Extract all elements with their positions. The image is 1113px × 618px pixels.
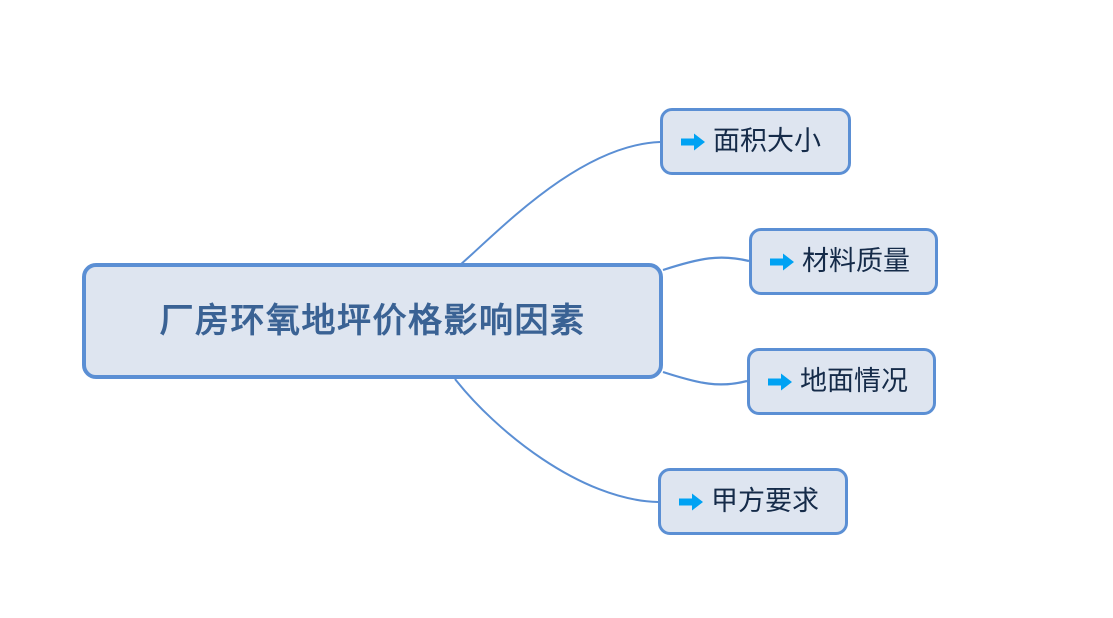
connector-root-to-child-2 <box>662 256 750 272</box>
connector-root-to-child-1 <box>459 141 661 266</box>
arrow-right-icon <box>770 253 794 270</box>
arrow-right-icon <box>681 133 705 150</box>
connector-root-to-child-4 <box>454 378 659 503</box>
child-node-1[interactable]: 面积大小 <box>660 108 851 175</box>
child-node-1-label: 面积大小 <box>713 126 821 156</box>
arrow-right-icon <box>768 373 792 390</box>
arrow-right-icon <box>679 493 703 510</box>
connector-root-to-child-3 <box>662 370 748 386</box>
child-node-3-label: 地面情况 <box>800 366 908 396</box>
child-node-2-label: 材料质量 <box>802 246 910 276</box>
root-node-label: 厂房环氧地坪价格影响因素 <box>159 302 586 340</box>
root-node[interactable]: 厂房环氧地坪价格影响因素 <box>82 263 663 379</box>
child-node-2[interactable]: 材料质量 <box>749 228 938 295</box>
child-node-4[interactable]: 甲方要求 <box>658 468 848 535</box>
child-node-4-label: 甲方要求 <box>711 486 819 516</box>
child-node-3[interactable]: 地面情况 <box>747 348 936 415</box>
